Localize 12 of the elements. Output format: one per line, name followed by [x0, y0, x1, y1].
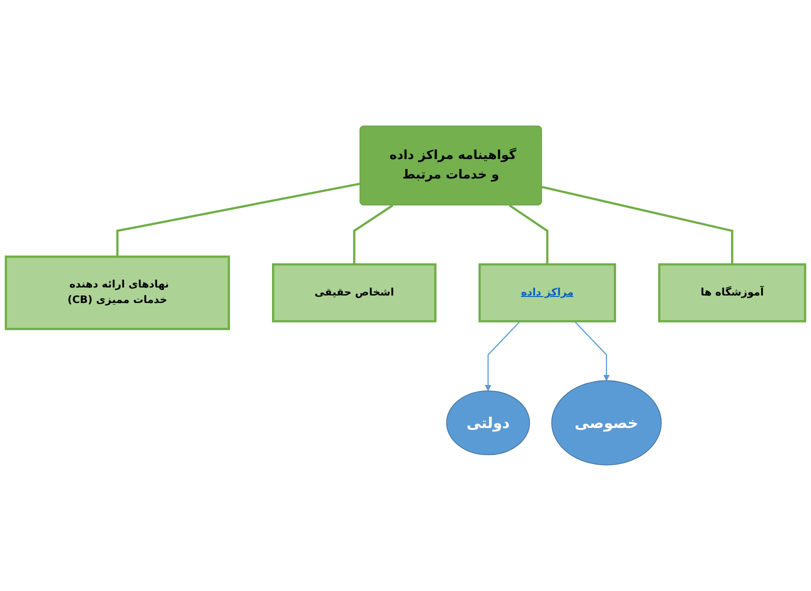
node-box: اشخاص حقیقی	[272, 263, 436, 322]
node-box: آموزشگاه ها	[658, 263, 806, 322]
node-ellipse: دولتی	[446, 390, 530, 456]
connector	[116, 182, 361, 257]
node-box: نهادهای ارائه دهنده خدمات ممیزی (CB)	[4, 256, 230, 330]
connector	[353, 204, 394, 264]
connector	[542, 186, 734, 264]
connector	[508, 204, 548, 264]
arrow	[484, 320, 521, 392]
arrow	[574, 320, 610, 381]
node-ellipse: خصوصی	[551, 380, 662, 466]
node-box: مراکز داده	[478, 263, 616, 322]
